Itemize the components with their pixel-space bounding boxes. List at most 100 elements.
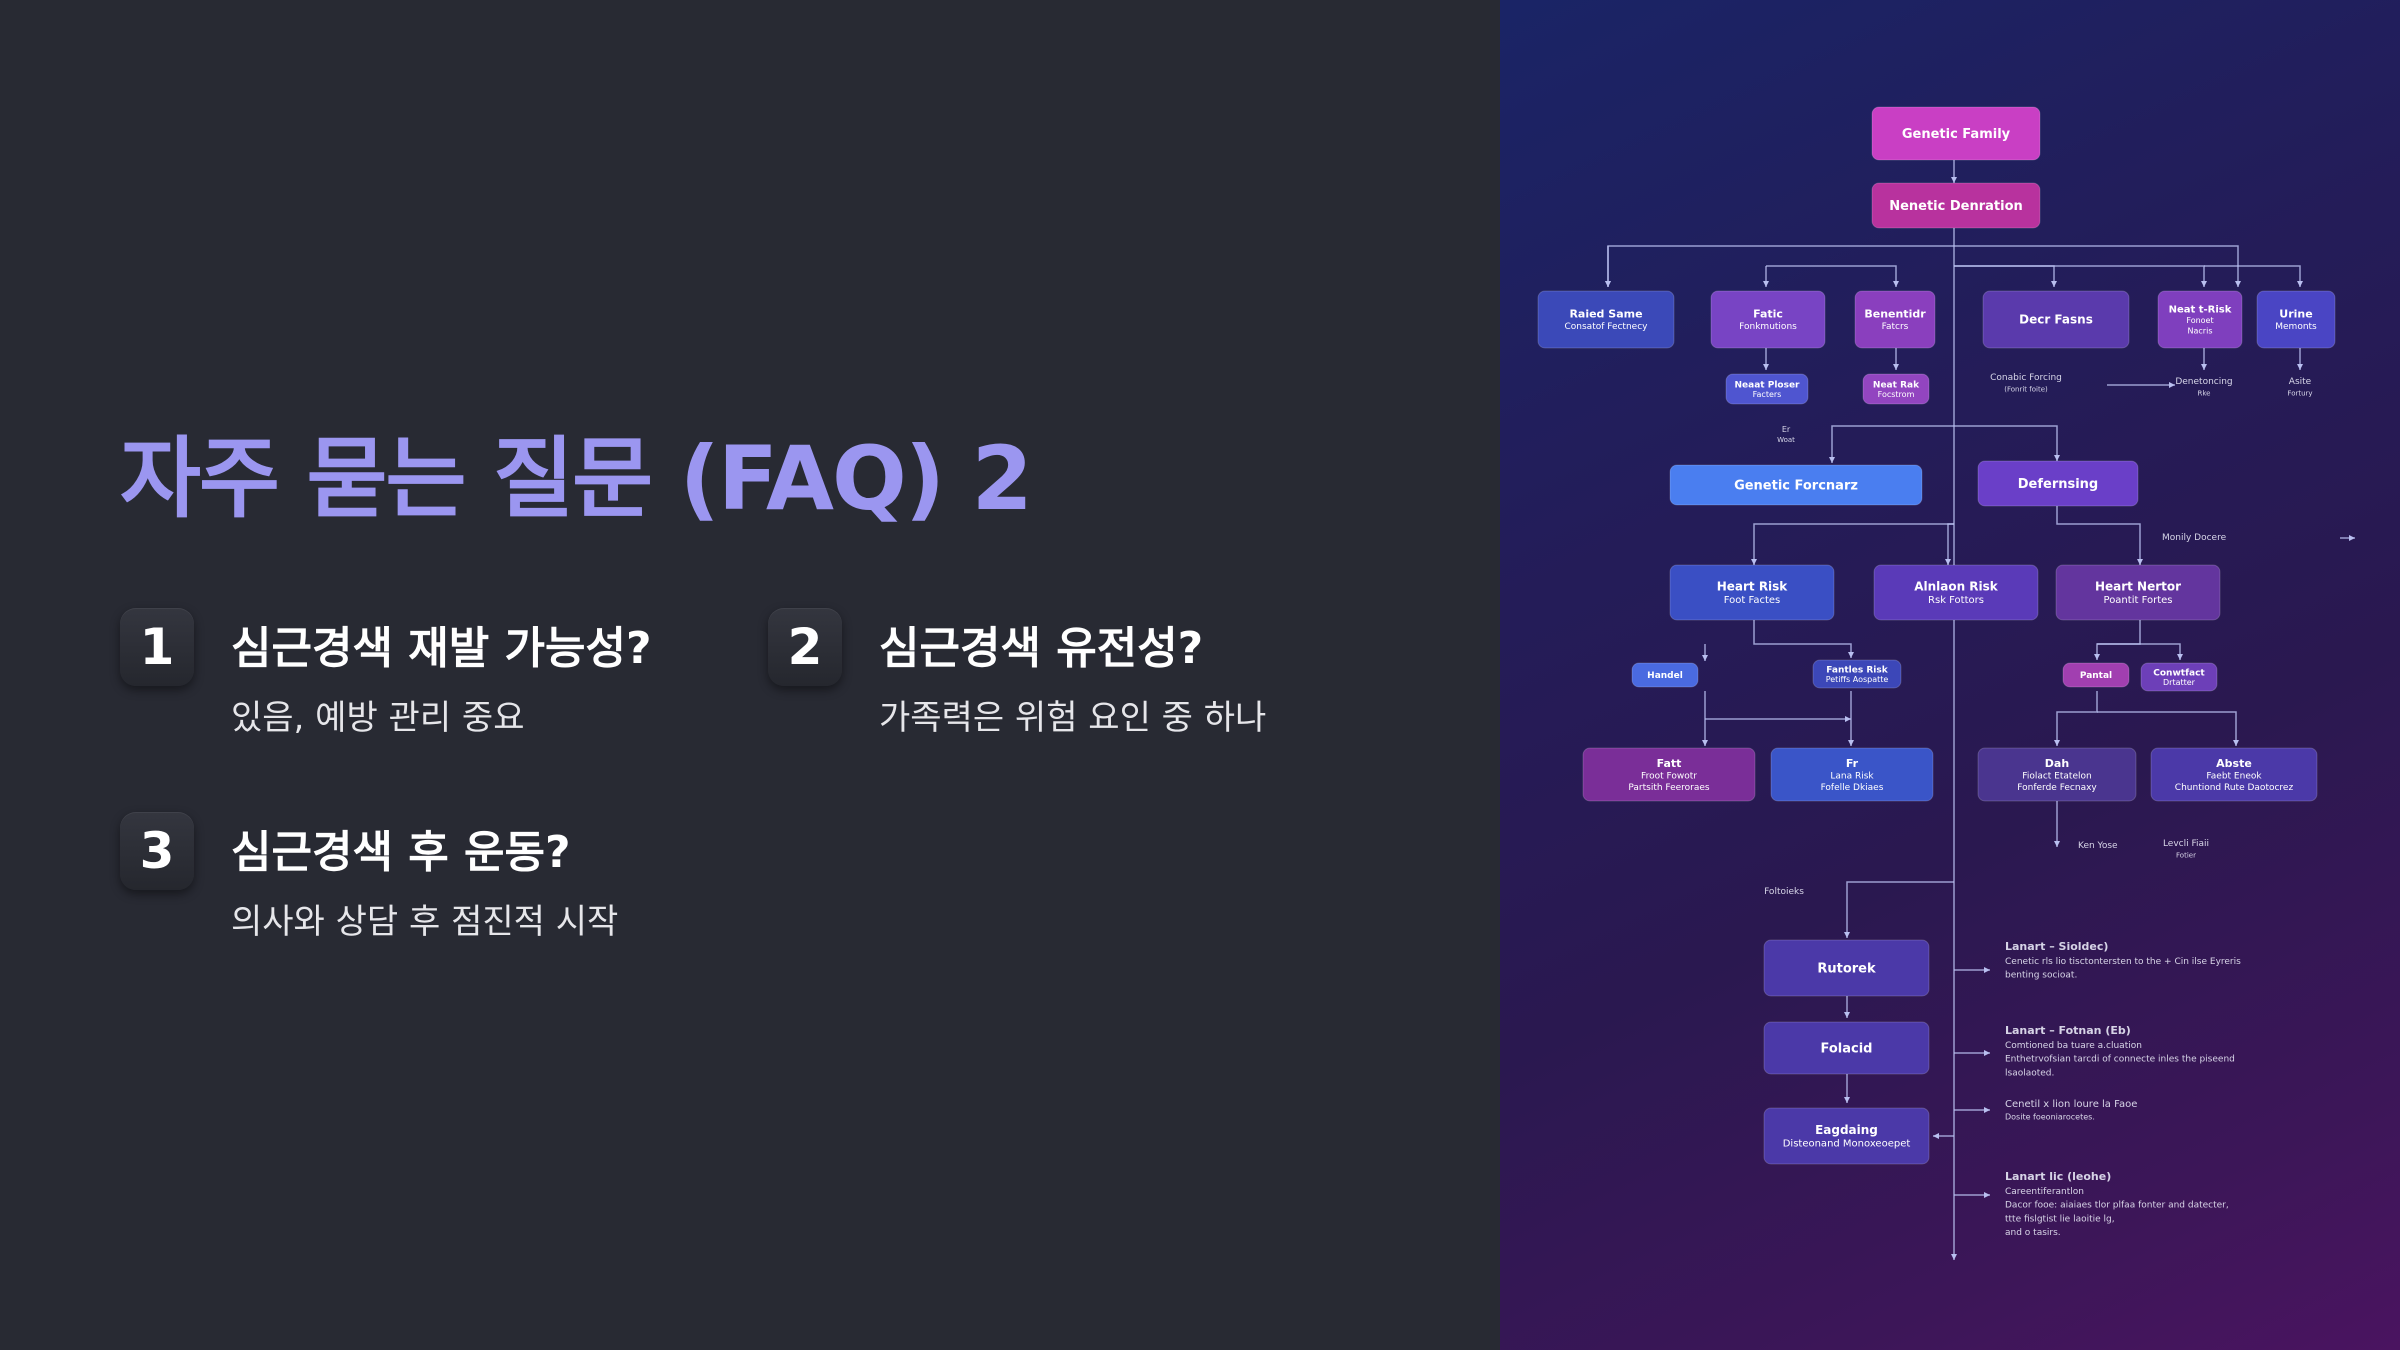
connector-line — [2097, 711, 2239, 746]
connector-line — [1954, 265, 2207, 287]
flowchart-annotation-text: benting socioat. — [2005, 971, 2077, 981]
flowchart-node-box — [1582, 747, 1756, 802]
flowchart-node-label: Drtatter — [2163, 678, 2196, 687]
flowchart-node: Nenetic Denration — [1871, 182, 2041, 229]
page-title: 자주 묻는 질문 (FAQ) 2 — [120, 427, 1033, 530]
flowchart-node-label: Neat Rak — [1873, 380, 1920, 390]
flowchart-node-label: Fiolact Etatelon — [2022, 771, 2091, 781]
flowchart-node-label: Alnlaon Risk — [1914, 579, 1999, 593]
flowchart-annotation-text: Lanart – Sioldec) — [2005, 940, 2108, 953]
flowchart-node-label: Fr — [1846, 757, 1859, 770]
flowchart-node-box — [1854, 290, 1936, 349]
flowchart-node-label: Lana Risk — [1830, 771, 1874, 781]
flowchart-node-label: Abste — [2216, 757, 2252, 770]
flowchart-node-label: Genetic Forcnarz — [1734, 479, 1858, 494]
flowchart-annotation-text: Rke — [2198, 389, 2211, 397]
flowchart-node: Folacid — [1763, 1021, 1930, 1075]
connector-line — [1753, 600, 1854, 658]
flowchart-annotation: Foltoieks — [1764, 887, 1804, 897]
flowchart-node-label: Froot Fowotr — [1641, 771, 1697, 781]
faq-question: 심근경색 후 운동? — [231, 827, 571, 878]
connector-line — [1844, 881, 1954, 938]
flowchart-node-box — [1982, 290, 2130, 349]
flowchart-node-box — [1669, 464, 1923, 506]
flowchart-annotation-text: ttte fislgtist lie laoitie lg, — [2005, 1214, 2115, 1224]
flowchart-annotation-text: Dacor fooe: aiaiaes tlor plfaa fonter an… — [2005, 1201, 2229, 1211]
flowchart-node-label: Fatcrs — [1882, 322, 1909, 332]
flowchart-node-box — [1537, 290, 1675, 349]
faq-number-badge: 2 — [768, 608, 842, 686]
flowchart-node: Defernsing — [1977, 460, 2139, 507]
flowchart-node: Decr Fasns — [1982, 290, 2130, 349]
connector-line — [1766, 265, 1899, 287]
flowchart-annotation-text: Er — [1782, 425, 1791, 434]
flowchart-node-box — [1812, 659, 1902, 689]
flowchart-node-label: Urine — [2279, 308, 2312, 321]
flowchart-node-box — [2140, 662, 2218, 692]
flowchart-node-box — [1631, 662, 1699, 688]
flowchart-node-label: Foot Factes — [1724, 595, 1780, 606]
flowchart-node-label: Handel — [1647, 671, 1683, 681]
flowchart-node-label: Facters — [1753, 390, 1782, 399]
flowchart-node: Handel — [1631, 662, 1699, 688]
flowchart-node-label: Dah — [2045, 757, 2069, 770]
flowchart-annotation-text: Asite — [2289, 377, 2312, 387]
flowchart-annotation-text: Careentiferantlon — [2005, 1187, 2084, 1197]
flowchart-node: Genetic Forcnarz — [1669, 464, 1923, 506]
flowchart-annotation-text: Lanart lic (leohe) — [2005, 1170, 2111, 1183]
connector-line — [2097, 643, 2183, 660]
faq-number-badge: 3 — [120, 812, 194, 890]
flowchart-annotation-text: Enthetrvofsian tarcdi of connecte inles … — [2005, 1055, 2235, 1065]
flowchart-node-box — [1710, 290, 1826, 349]
flowchart-annotation-text: Conabic Forcing — [1990, 373, 2062, 383]
flowchart-annotation-text: (Fonrit foite) — [2004, 385, 2048, 393]
flowchart-node-label: Heart Nertor — [2095, 579, 2181, 593]
flowchart-node-label: Nenetic Denration — [1889, 199, 2023, 214]
flowchart-node-label: Decr Fasns — [2019, 313, 2093, 327]
faq-item-3: 3 심근경색 후 운동? 의사와 상담 후 점진적 시작 — [120, 812, 720, 952]
flowchart-node: Rutorek — [1763, 939, 1930, 997]
connector-line — [1954, 245, 2241, 287]
flowchart-annotation-text: Cenetil x lion loure la Faoe — [2005, 1099, 2137, 1110]
flowchart-node-label: Eagdaing — [1815, 1123, 1878, 1137]
flowchart-annotation-text: Woat — [1777, 436, 1795, 444]
flowchart-node-label: Rsk Fottors — [1928, 595, 1984, 606]
connector-line — [1751, 523, 1954, 565]
connector-line — [2054, 691, 2098, 746]
flowchart-annotation-text: Fotier — [2176, 851, 2196, 859]
flowchart-node-label: Fonferde Fecnaxy — [2017, 783, 2097, 793]
flowchart-node-label: Memonts — [2275, 322, 2317, 332]
flowchart-node-label: Neat t-Risk — [2169, 305, 2232, 316]
flowchart-annotation-text: Cenetic rls lio tisctontersten to the + … — [2005, 957, 2241, 967]
flowchart-node-label: Nacris — [2188, 327, 2213, 336]
flowchart-node-label: Poantit Fortes — [2104, 595, 2173, 606]
faq-answer: 의사와 상담 후 점진적 시작 — [231, 902, 619, 942]
faq-item-2: 2 심근경색 유전성? 가족력은 위험 요인 중 하나 — [768, 608, 1368, 748]
flowchart-node-box — [2157, 290, 2243, 349]
flowchart-node-label: Defernsing — [2018, 477, 2099, 492]
flowchart-node-label: Focstrom — [1878, 390, 1915, 399]
flowchart-annotation: Lanart – Fotnan (Eb)Comtioned ba tuare a… — [2005, 1024, 2235, 1078]
flowchart-annotation: Lanart lic (leohe) CareentiferantlonDacor… — [2005, 1170, 2229, 1238]
flowchart-node-box — [1763, 1021, 1930, 1075]
flowchart-node-box — [1862, 373, 1930, 405]
flowchart-node-label: Pantal — [2080, 671, 2112, 681]
flowchart-annotation-text: Denetoncing — [2175, 377, 2232, 387]
flowchart-node-label: Fantles Risk — [1826, 665, 1888, 675]
flowchart-annotation-text: Dosite foeoniarocetes. — [2005, 1113, 2095, 1122]
flowchart-node-label: Heart Risk — [1717, 579, 1789, 593]
flowchart-node-label: Conwtfact — [2153, 668, 2205, 678]
flowchart-node-label: Disteonand Monoxeoepet — [1783, 1139, 1911, 1150]
